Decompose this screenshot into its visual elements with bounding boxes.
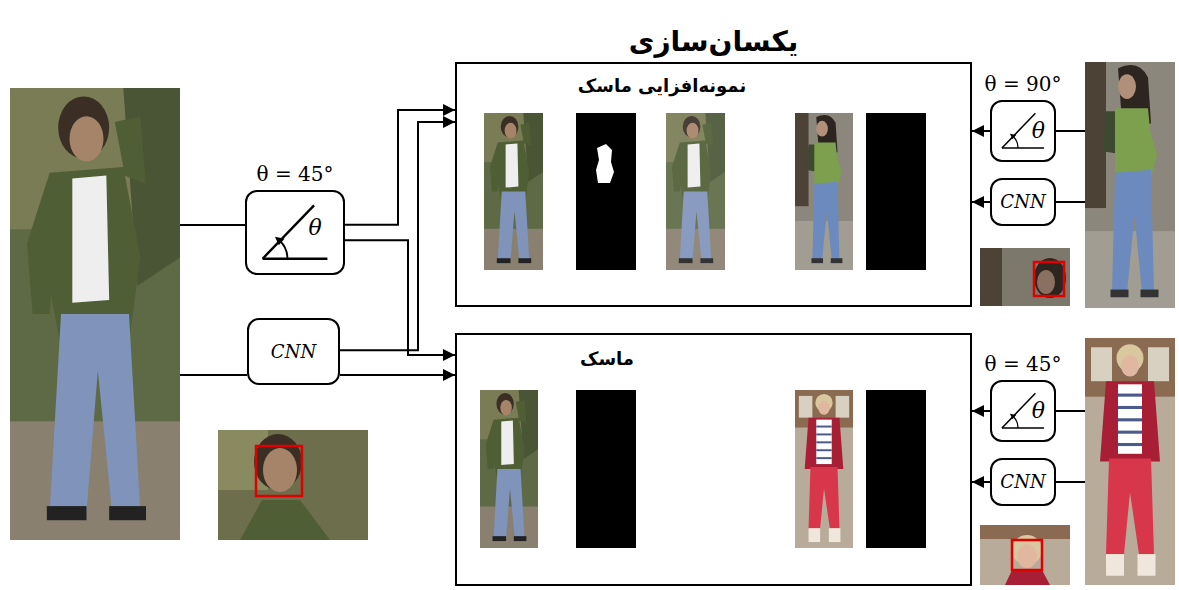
cnn-box: CNN: [247, 318, 340, 385]
angle-value: θ = 45°: [257, 163, 334, 186]
crop-jacket: [240, 500, 330, 540]
crop-jacket: [1005, 570, 1050, 585]
mask-frame: ماسک: [455, 333, 972, 586]
crop-ground: [980, 525, 1070, 585]
angle-arc-head: [1010, 414, 1016, 420]
person-thumb: [795, 113, 853, 270]
cnn-label: CNN: [1000, 192, 1045, 213]
person-photo: [1085, 62, 1175, 308]
crop-face: [1017, 544, 1037, 568]
feed-line: [1056, 410, 1085, 412]
cnn-box: CNN: [990, 178, 1056, 226]
angle-ray: [1002, 393, 1035, 428]
connector-arrow: [972, 130, 990, 132]
cnn-box: CNN: [990, 458, 1056, 506]
angle-estimator: θ = 45°θ: [245, 190, 345, 275]
angle-base: [263, 258, 328, 260]
mask-image: [576, 113, 636, 270]
frame-heading: یکسان‌سازی: [629, 26, 799, 58]
frame-label: نمونه‌افزایی ماسک: [578, 76, 746, 97]
angle-estimator: θ = 90°θ: [990, 100, 1056, 162]
feed-line: [1056, 130, 1085, 132]
connector-arrow: [972, 410, 990, 412]
angle-symbol: θ: [308, 215, 321, 240]
crop-ground: [980, 248, 1070, 306]
mask-image: [576, 390, 636, 548]
angle-ray: [1002, 113, 1035, 148]
angle-symbol: θ: [1032, 398, 1045, 423]
crop-face: [263, 448, 297, 492]
person-photo: [10, 88, 180, 540]
face-crop: [980, 525, 1070, 585]
angle-symbol: θ: [1032, 118, 1045, 143]
angle-ray: [263, 205, 314, 258]
face-crop: [218, 430, 368, 540]
angle-value: θ = 90°: [985, 73, 1062, 96]
angle-arc: [1013, 136, 1018, 148]
person-thumb: [480, 390, 538, 548]
angle-arc-head: [275, 237, 285, 246]
person-thumb: [484, 113, 543, 270]
crop-face: [1037, 270, 1055, 294]
augmented-thumb: [666, 113, 725, 270]
feed-line: [180, 224, 245, 226]
alignment-frame: یکسان‌سازینمونه‌افزایی ماسک: [455, 62, 972, 307]
cnn-label: CNN: [1000, 472, 1045, 493]
feed-line: [180, 374, 247, 376]
face-box: [256, 446, 302, 496]
angle-icon: [247, 192, 343, 273]
connector-arrow: [340, 122, 455, 350]
person-thumb: [795, 390, 853, 548]
angle-estimator: θ = 45°θ: [990, 380, 1056, 442]
face-box: [1012, 540, 1042, 570]
feed-line: [1056, 201, 1085, 203]
person-photo: [1085, 338, 1175, 585]
angle-arc: [280, 241, 288, 259]
mask-blob: [596, 144, 614, 183]
face-box: [1034, 262, 1064, 296]
angle-base: [1002, 427, 1044, 429]
connector-arrow: [972, 481, 990, 483]
crop-hair: [1034, 258, 1066, 298]
angle-value: θ = 45°: [985, 353, 1062, 376]
connector-arrow: [345, 110, 455, 225]
mask-image: [866, 113, 926, 270]
connector-arrow: [972, 201, 990, 203]
cnn-label: CNN: [271, 341, 316, 362]
feed-line: [1056, 481, 1085, 483]
mask-image: [866, 390, 926, 548]
angle-arc: [1013, 416, 1018, 428]
face-crop: [980, 248, 1070, 306]
crop-ground: [218, 430, 368, 540]
angle-base: [1002, 147, 1044, 149]
angle-arc-head: [1010, 134, 1016, 140]
crop-tree: [980, 248, 1002, 306]
frame-label: ماسک: [580, 349, 634, 370]
connector-arrow: [340, 374, 455, 376]
connector-arrow: [345, 240, 455, 355]
